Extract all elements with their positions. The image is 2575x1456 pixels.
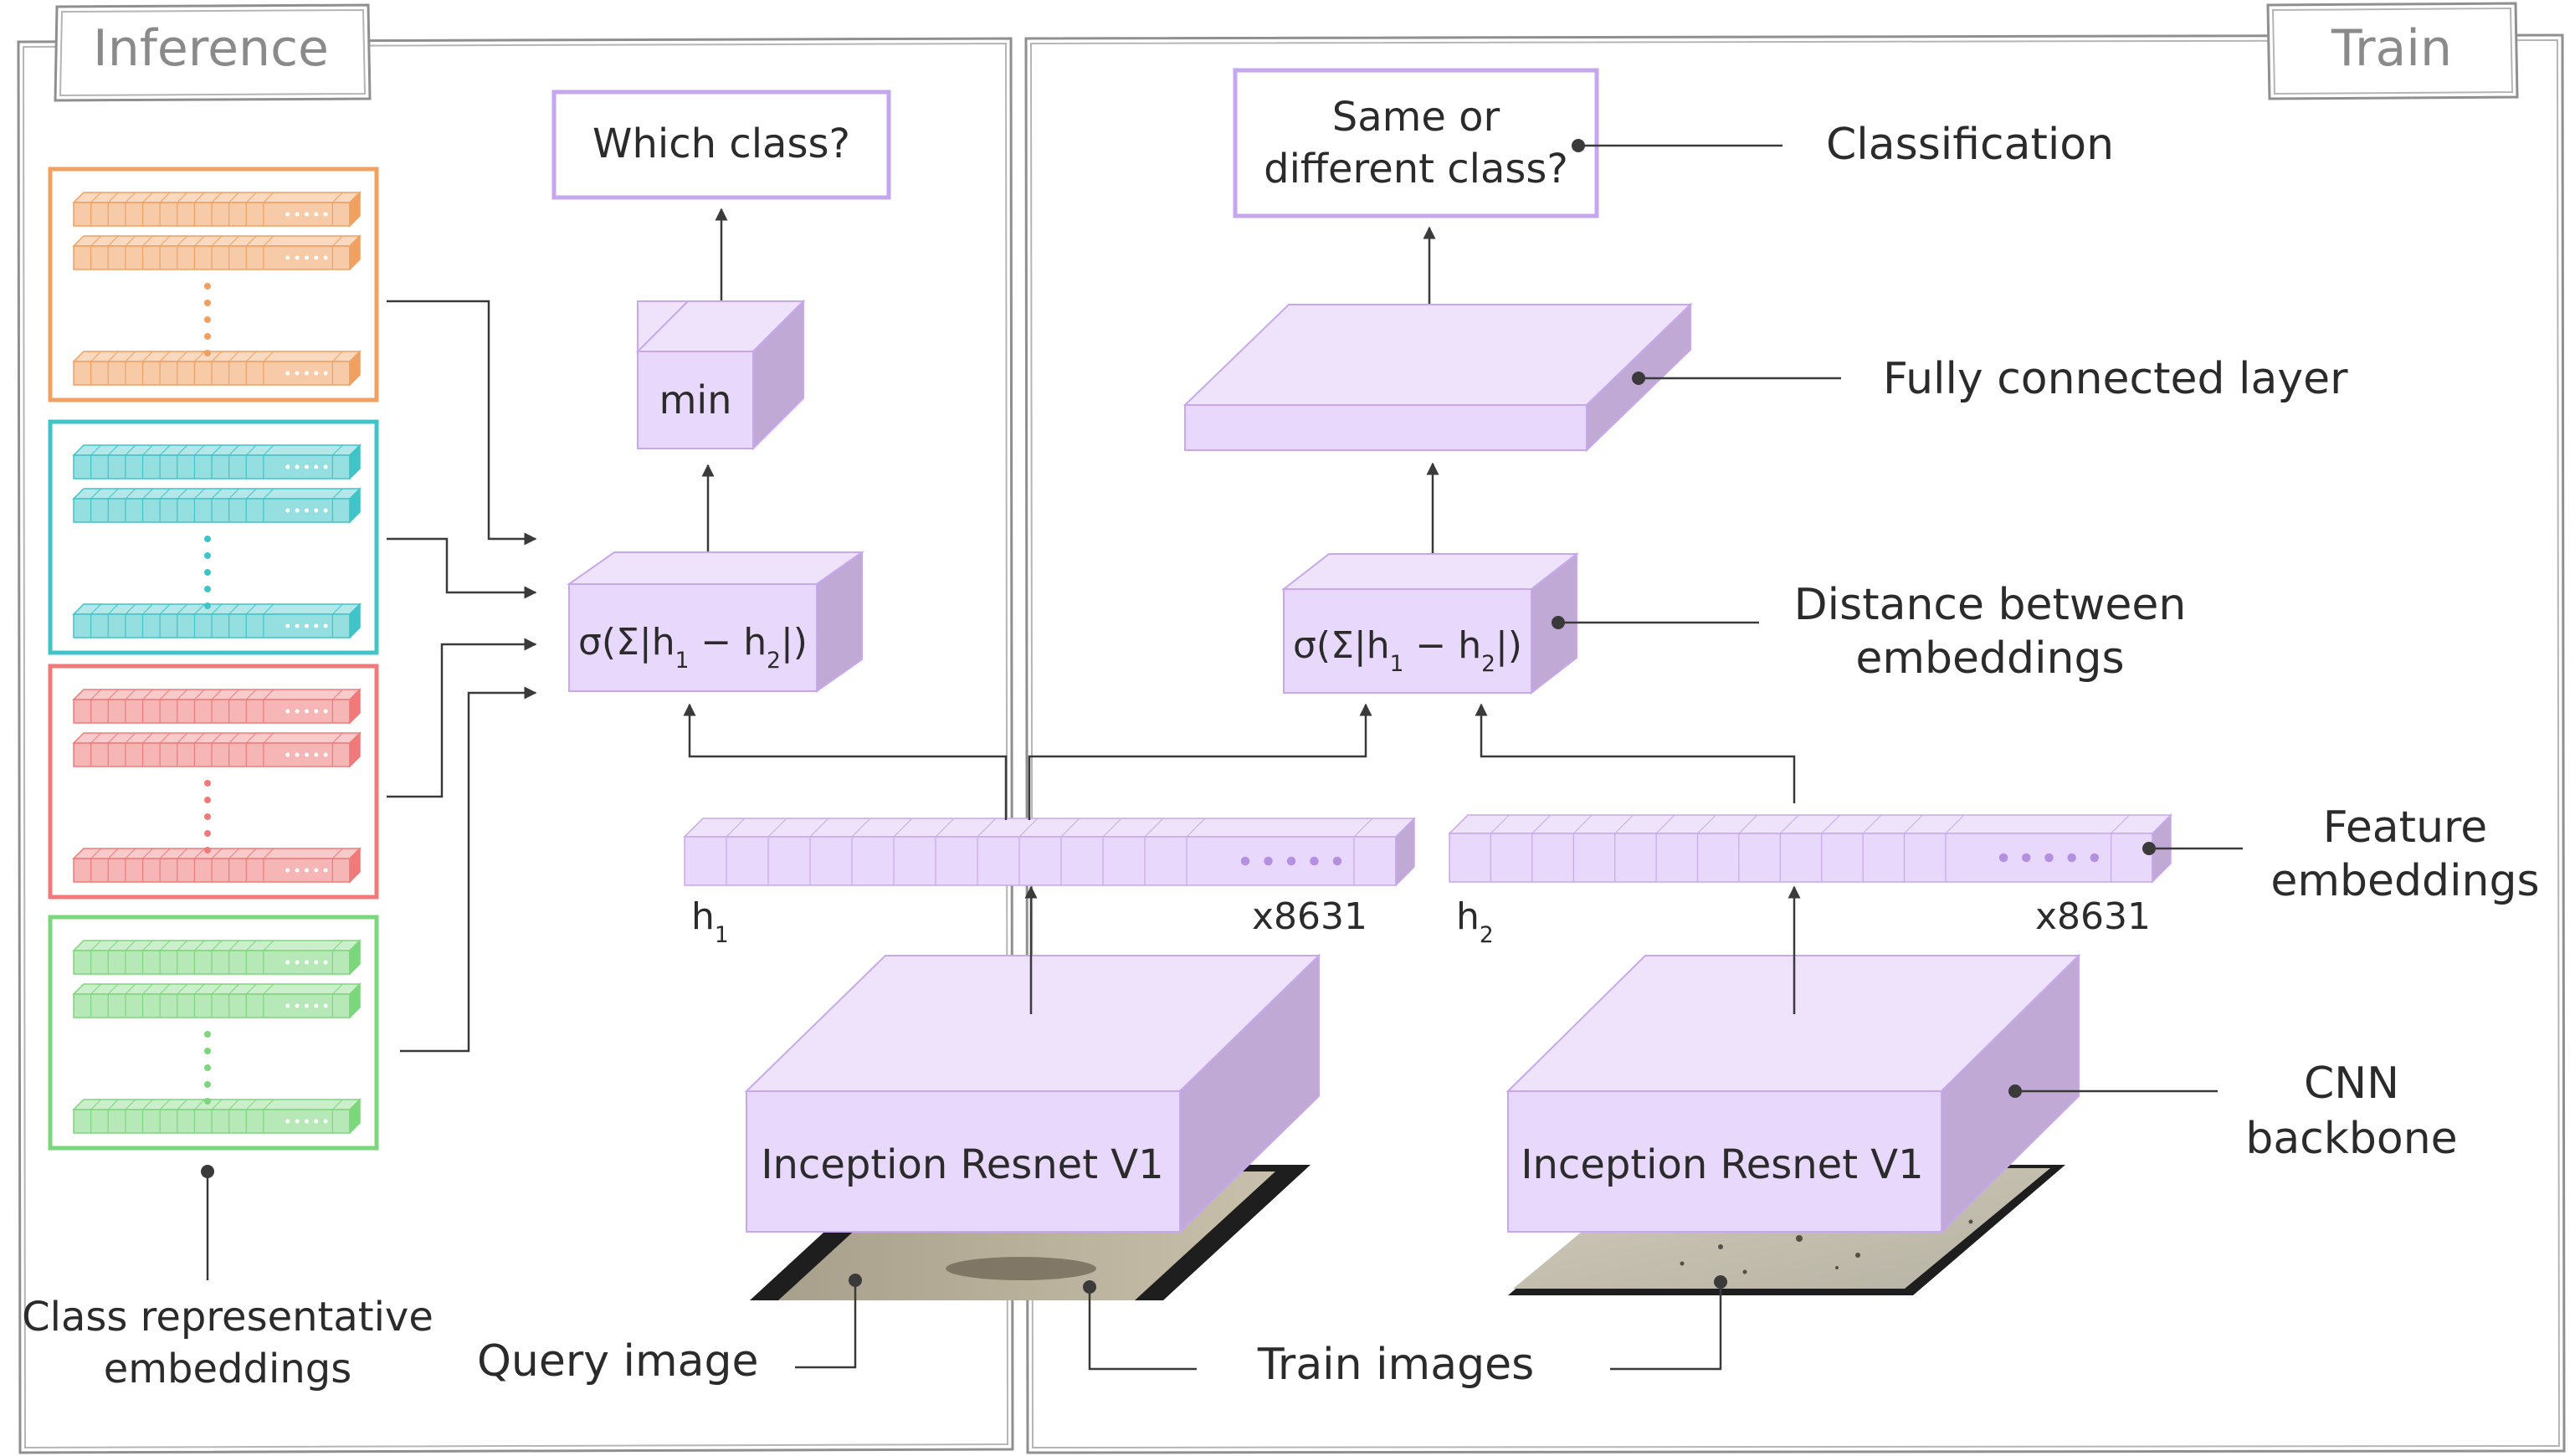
class-embeddings-label-line1: Class representative	[22, 1294, 433, 1341]
train-distance-block: σ(Σ|h1 − h2|)	[1281, 551, 1579, 695]
inference-distance-block: σ(Σ|h1 − h2|)	[566, 551, 865, 693]
class-representative-embeddings	[48, 167, 379, 1151]
feature-label-line2: embeddings	[2270, 856, 2539, 906]
annotation-fully-connected: Fully connected layer	[1632, 354, 2348, 404]
h1-strip	[683, 817, 1416, 887]
feature-embedding-h2	[1448, 813, 2172, 884]
distance-label-line2: embeddings	[1855, 633, 2124, 684]
which-class-box: Which class?	[551, 90, 891, 200]
ellipsis-dot	[204, 602, 211, 609]
feature-label-line1: Feature	[2323, 802, 2488, 853]
cnn-label-line2: backbone	[2245, 1114, 2457, 1164]
min-label: min	[659, 377, 732, 423]
backbone-right-label: Inception Resnet V1	[1521, 1141, 1923, 1188]
ellipsis-dot	[204, 569, 211, 576]
annotation-cnn-backbone: CNN backbone	[2008, 1059, 2458, 1164]
annotation-train-images: Train images	[1083, 1275, 1727, 1390]
backbone-right: Inception Resnet V1	[1506, 953, 2081, 1234]
ellipsis-dot	[204, 283, 211, 290]
fully-connected-block	[1182, 302, 1693, 453]
ellipsis-dot	[204, 1081, 211, 1088]
ellipsis-dot	[204, 813, 211, 820]
ellipsis-dot	[204, 536, 211, 542]
class-box-1	[48, 167, 379, 402]
ellipsis-dot	[204, 586, 211, 592]
same-or-different-box: Same or different class?	[1233, 68, 1599, 218]
class-3-embedding-3	[72, 847, 362, 884]
train-images-label: Train images	[1257, 1340, 1534, 1390]
ellipsis-dot	[204, 830, 211, 837]
annotation-query-image: Query image	[477, 1274, 862, 1387]
class-embeddings-annotation: Class representative embeddings	[22, 1165, 433, 1392]
same-or-different-line2: different class?	[1264, 146, 1568, 192]
ellipsis-dot	[204, 847, 211, 854]
h1-label: h1	[691, 895, 729, 948]
train-title: Train	[2331, 19, 2452, 78]
ellipsis-dot	[204, 1064, 211, 1071]
ellipsis-dot	[204, 350, 211, 356]
ellipsis-dot	[204, 552, 211, 559]
class-2-embedding-1	[72, 443, 362, 480]
min-block: min	[635, 299, 806, 451]
class-1-embedding-3	[72, 350, 362, 387]
feature-embedding-h1	[683, 817, 1416, 887]
inference-title: Inference	[93, 19, 329, 78]
which-class-text: Which class?	[592, 120, 850, 167]
dim-left-label: x8631	[1252, 895, 1367, 938]
class-4-embedding-2	[72, 982, 362, 1019]
ellipsis-dot	[204, 1048, 211, 1054]
cnn-label-line1: CNN	[2304, 1059, 2399, 1109]
class-box-2	[48, 419, 379, 655]
train-distance-formula: σ(Σ|h1 − h2|)	[1293, 624, 1522, 677]
class-3-embedding-2	[72, 731, 362, 768]
class-2-embedding-3	[72, 602, 362, 639]
class-4-embedding-1	[72, 939, 362, 976]
query-image-label: Query image	[477, 1336, 759, 1387]
same-or-different-line1: Same or	[1332, 94, 1500, 141]
ellipsis-dot	[204, 797, 211, 803]
dim-right-label: x8631	[2035, 895, 2151, 938]
ellipsis-dot	[204, 1031, 211, 1038]
class-embeddings-label-line2: embeddings	[104, 1346, 351, 1392]
class-box-4	[48, 915, 379, 1151]
distance-label-line1: Distance between	[1794, 580, 2187, 630]
annotation-classification: Classification	[1572, 120, 2114, 170]
train-header: Train	[2266, 2, 2519, 100]
backbone-left: Inception Resnet V1	[744, 953, 1321, 1234]
class-to-distance-connectors	[387, 300, 537, 1053]
class-1-embedding-1	[72, 191, 362, 228]
ellipsis-dot	[204, 333, 211, 340]
inference-header: Inference	[54, 3, 372, 102]
ellipsis-dot	[204, 780, 211, 787]
embedding-to-distance-connectors	[683, 703, 1796, 820]
backbone-left-label: Inception Resnet V1	[761, 1141, 1163, 1188]
inference-distance-formula: σ(Σ|h1 − h2|)	[578, 621, 808, 674]
inference-panel-frame	[17, 37, 1014, 1454]
class-2-embedding-2	[72, 487, 362, 524]
ellipsis-dot	[204, 316, 211, 323]
annotation-distance: Distance between embeddings	[1552, 580, 2186, 684]
class-4-embedding-3	[72, 1098, 362, 1135]
ellipsis-dot	[204, 300, 211, 306]
ellipsis-dot	[204, 1098, 211, 1105]
classification-label: Classification	[1826, 120, 2114, 170]
class-box-3	[48, 664, 379, 900]
class-3-embedding-1	[72, 688, 362, 725]
class-1-embedding-2	[72, 234, 362, 271]
h2-label: h2	[1456, 895, 1494, 948]
fully-connected-label: Fully connected layer	[1883, 354, 2348, 404]
h2-strip	[1448, 813, 2172, 884]
annotation-feature-embeddings: Feature embeddings	[2142, 802, 2540, 906]
